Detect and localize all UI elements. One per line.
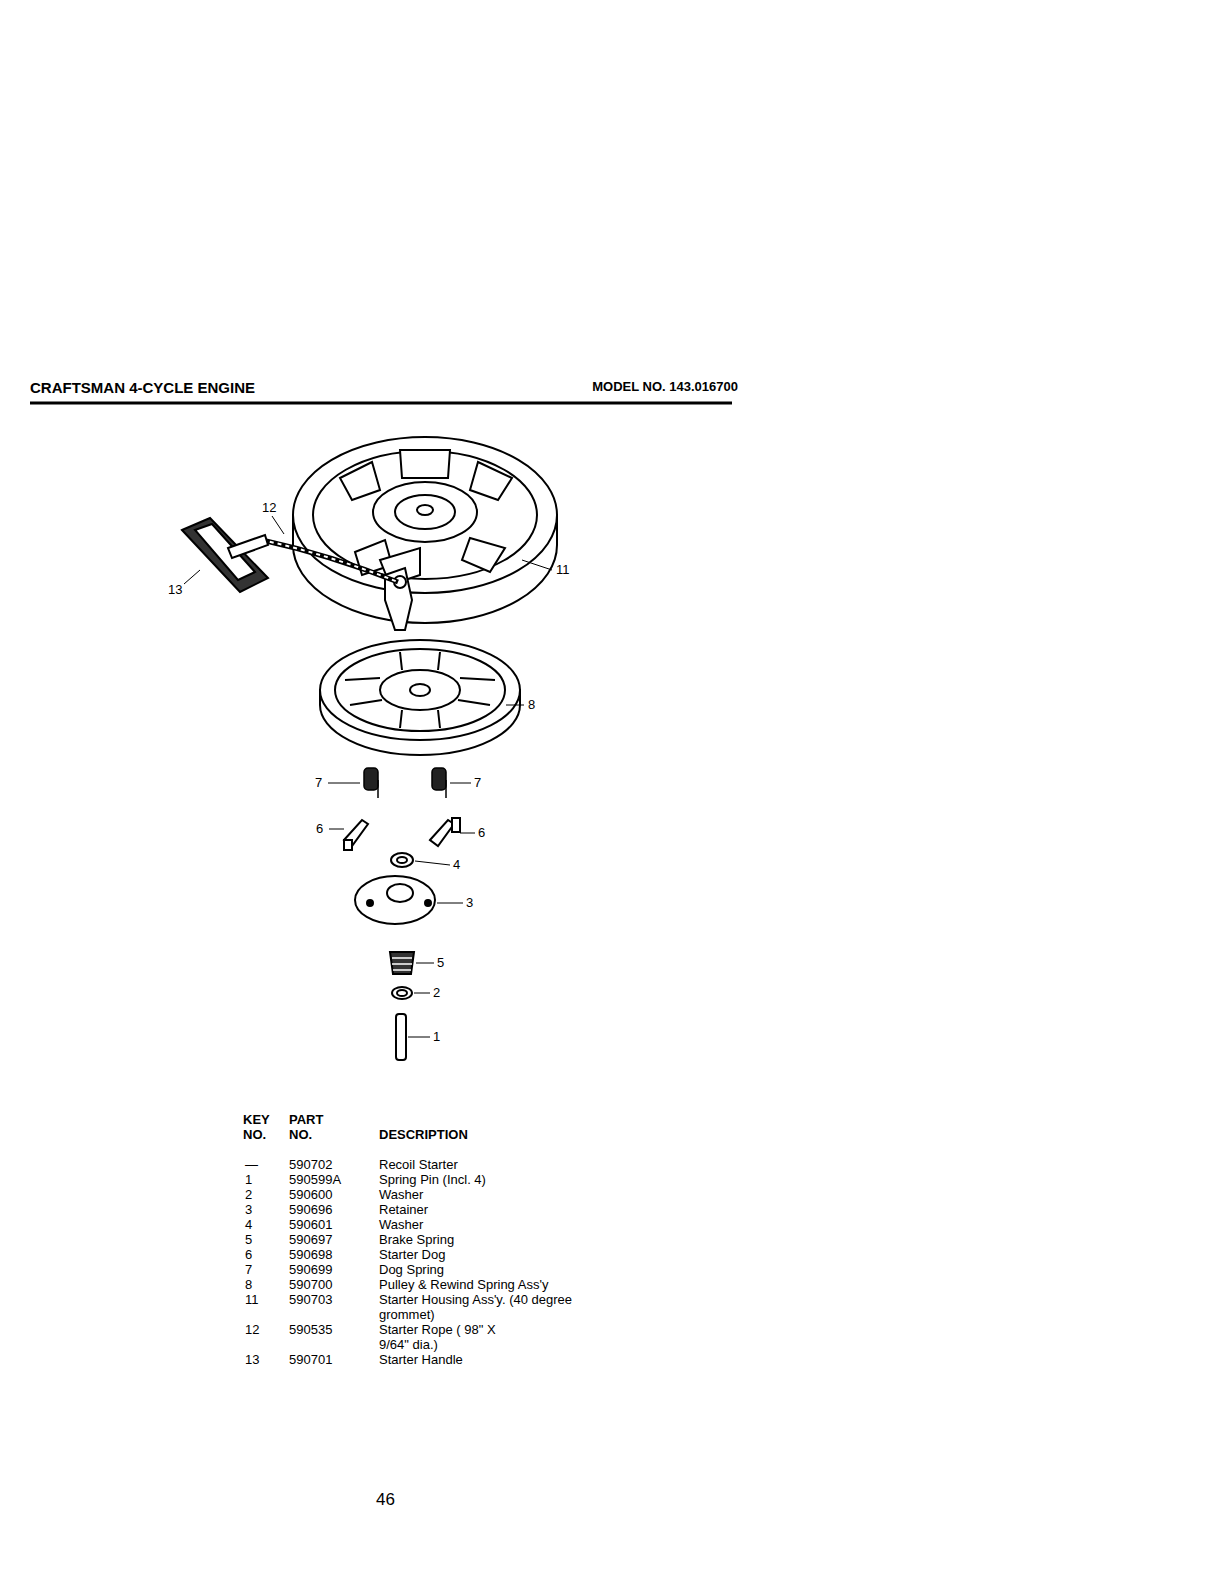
key-number: 4 [245,1217,252,1232]
callout-number: 13 [168,582,182,597]
header-rule [30,402,732,405]
callout-number: 6 [478,825,485,840]
part-description: Dog Spring [379,1262,444,1277]
pulley [320,640,520,755]
table-header: PART NO. [289,1112,331,1142]
brake-spring-pin [390,952,414,1060]
callout-number: 5 [437,955,444,970]
key-number: 13 [245,1352,259,1367]
callout-number: 4 [453,857,460,872]
part-description: Starter Dog [379,1247,445,1262]
part-description: Retainer [379,1202,428,1217]
part-number: 590700 [289,1277,332,1292]
callout-number: 11 [556,562,570,577]
part-description: Washer [379,1217,423,1232]
key-number: 8 [245,1277,252,1292]
key-number: 1 [245,1172,252,1187]
part-number: 590535 [289,1322,332,1337]
table-header: KEY NO. [243,1112,275,1142]
key-number: 12 [245,1322,259,1337]
callout-number: 3 [466,895,473,910]
callout-number: 8 [528,697,535,712]
part-description: Recoil Starter [379,1157,458,1172]
part-description: Brake Spring [379,1232,454,1247]
starter-rope [262,540,398,582]
model-number: MODEL NO. 143.016700 [592,379,738,394]
key-number: 11 [245,1292,259,1307]
starter-housing [293,437,557,630]
washers-retainer [355,853,435,999]
callout-number: 1 [433,1029,440,1044]
part-description: Pulley & Rewind Spring Ass'y [379,1277,548,1292]
part-description: Starter Handle [379,1352,463,1367]
dog-springs [364,768,446,798]
table-header: DESCRIPTION [379,1127,468,1142]
page-number: 46 [376,1490,395,1510]
part-description: Washer [379,1187,423,1202]
part-description: Spring Pin (Incl. 4) [379,1172,486,1187]
starter-dogs [344,818,460,850]
callout-number: 6 [316,821,323,836]
part-description: Starter Housing Ass'y. (40 degree gromme… [379,1292,579,1322]
key-number: 5 [245,1232,252,1247]
part-number: 590703 [289,1292,332,1307]
callout-number: 7 [474,775,481,790]
leader-lines [184,516,552,1037]
callout-number: 12 [262,500,276,515]
part-number: 590599A [289,1172,341,1187]
callout-number: 7 [315,775,322,790]
part-number: 590702 [289,1157,332,1172]
part-number: 590698 [289,1247,332,1262]
key-number: 2 [245,1187,252,1202]
key-number: 3 [245,1202,252,1217]
part-number: 590696 [289,1202,332,1217]
callout-number: 2 [433,985,440,1000]
part-number: 590701 [289,1352,332,1367]
starter-handle [182,518,268,592]
part-number: 590697 [289,1232,332,1247]
part-number: 590699 [289,1262,332,1277]
part-number: 590600 [289,1187,332,1202]
key-number: — [245,1157,258,1172]
key-number: 6 [245,1247,252,1262]
page-title: CRAFTSMAN 4-CYCLE ENGINE [30,379,255,396]
part-description: Starter Rope ( 98" X 9/64" dia.) [379,1322,497,1352]
part-number: 590601 [289,1217,332,1232]
key-number: 7 [245,1262,252,1277]
